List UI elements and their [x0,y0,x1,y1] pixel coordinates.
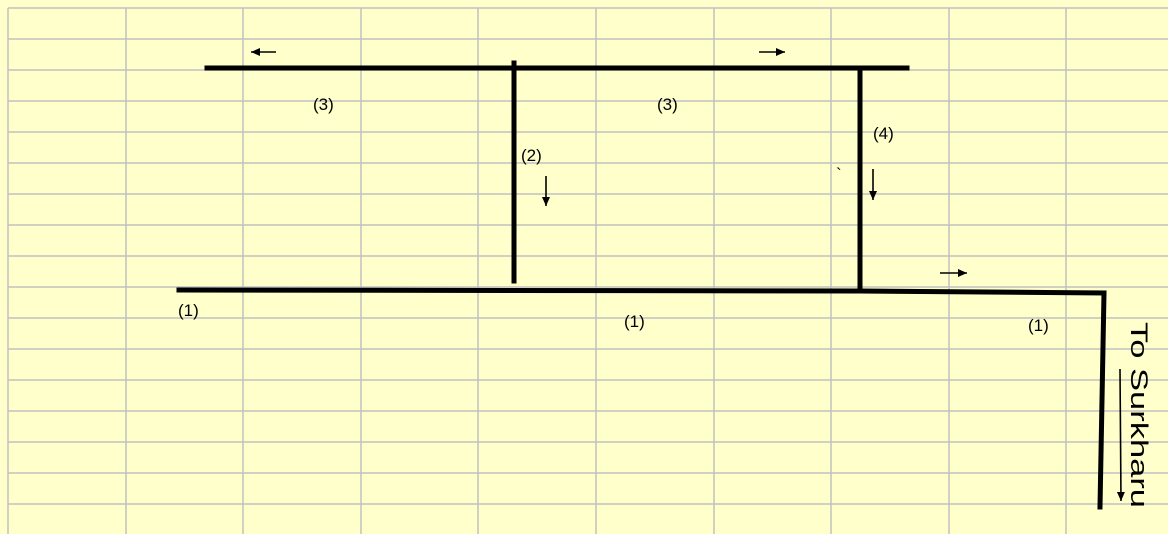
stray-mark: ` [836,165,842,184]
segment-labels: (3) (3) (2) (4) ` (1) (1) (1) To Surkhar… [178,95,1152,508]
label-top-left-segment: (3) [313,95,334,114]
destination-label: To Surkharu [1125,322,1152,508]
label-bottom-left: (1) [178,301,199,320]
road-network [176,60,1107,510]
label-bottom-middle: (1) [624,312,645,331]
direction-arrows [251,48,1125,502]
label-top-right-segment: (3) [657,95,678,114]
surkharu-road-line [1097,290,1107,510]
bottom-road-line [176,287,1107,296]
label-right-vertical: (4) [873,124,894,143]
arrow-down-icon [1116,368,1125,502]
label-bottom-right: (1) [1028,316,1049,335]
label-middle-vertical: (2) [521,146,542,165]
spreadsheet-grid [7,7,1168,534]
